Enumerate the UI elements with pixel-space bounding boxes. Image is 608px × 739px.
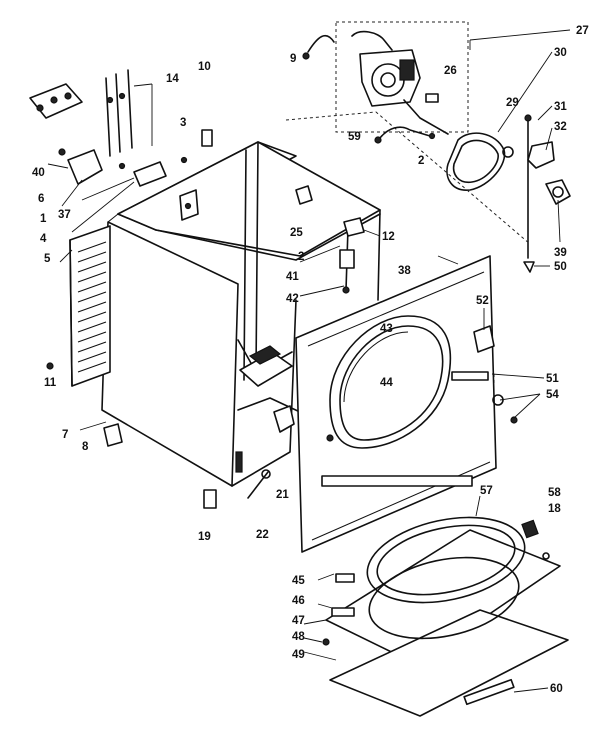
callout-32: 32 xyxy=(554,121,567,133)
callout-9: 9 xyxy=(290,53,296,65)
callout-11: 11 xyxy=(44,377,57,389)
front-bulkhead xyxy=(285,111,531,553)
callout-2-top: 2 xyxy=(418,155,424,167)
callout-45: 45 xyxy=(292,575,305,587)
callout-43: 43 xyxy=(380,323,393,335)
right-side-hardware xyxy=(523,114,571,273)
callout-4: 4 xyxy=(40,233,47,245)
callout-1: 1 xyxy=(40,213,47,225)
callout-6: 6 xyxy=(38,193,44,205)
callout-40: 40 xyxy=(32,167,45,179)
callout-48: 48 xyxy=(292,631,305,643)
callout-49: 49 xyxy=(292,649,305,661)
callout-41: 41 xyxy=(286,271,299,283)
callout-31: 31 xyxy=(554,101,567,113)
callout-10: 10 xyxy=(198,61,211,73)
callout-50: 50 xyxy=(554,261,567,273)
callout-38: 38 xyxy=(398,265,411,277)
callout-14: 14 xyxy=(166,73,179,85)
callout-51: 51 xyxy=(546,373,559,385)
callout-19: 19 xyxy=(198,531,211,543)
callout-52: 52 xyxy=(476,295,489,307)
bottom-hardware xyxy=(46,362,295,509)
cabinet xyxy=(101,141,381,487)
callout-59: 59 xyxy=(348,131,361,143)
callout-44: 44 xyxy=(380,377,393,389)
side-panel-ribbed xyxy=(69,225,111,387)
callout-22: 22 xyxy=(256,529,269,541)
callout-2-mid: 2 xyxy=(298,251,304,263)
control-hardware xyxy=(29,69,213,187)
callout-26: 26 xyxy=(444,65,457,77)
callout-18: 18 xyxy=(548,503,561,515)
callout-25: 25 xyxy=(290,227,303,239)
callout-5: 5 xyxy=(44,253,51,265)
callout-37: 37 xyxy=(58,209,71,221)
callout-7: 7 xyxy=(62,429,68,441)
motor-assembly xyxy=(302,21,469,144)
callout-3: 3 xyxy=(180,117,186,129)
callouts: 27 30 9 26 10 14 29 31 32 3 59 2 40 6 1 … xyxy=(32,25,589,695)
callout-8: 8 xyxy=(82,441,89,453)
callout-58: 58 xyxy=(548,487,561,499)
leader-lines xyxy=(47,29,571,693)
callout-21: 21 xyxy=(276,489,289,501)
callout-47: 47 xyxy=(292,615,305,627)
drum-supports xyxy=(295,185,365,294)
drive-belt xyxy=(446,132,514,191)
callout-12: 12 xyxy=(382,231,395,243)
callout-46: 46 xyxy=(292,595,305,607)
callout-30: 30 xyxy=(554,47,567,59)
callout-39: 39 xyxy=(554,247,567,259)
base-assembly xyxy=(322,516,569,717)
callout-29: 29 xyxy=(506,97,519,109)
callout-27: 27 xyxy=(576,25,589,37)
callout-54: 54 xyxy=(546,389,559,401)
callout-42: 42 xyxy=(286,293,299,305)
callout-57: 57 xyxy=(480,485,493,497)
callout-60: 60 xyxy=(550,683,563,695)
